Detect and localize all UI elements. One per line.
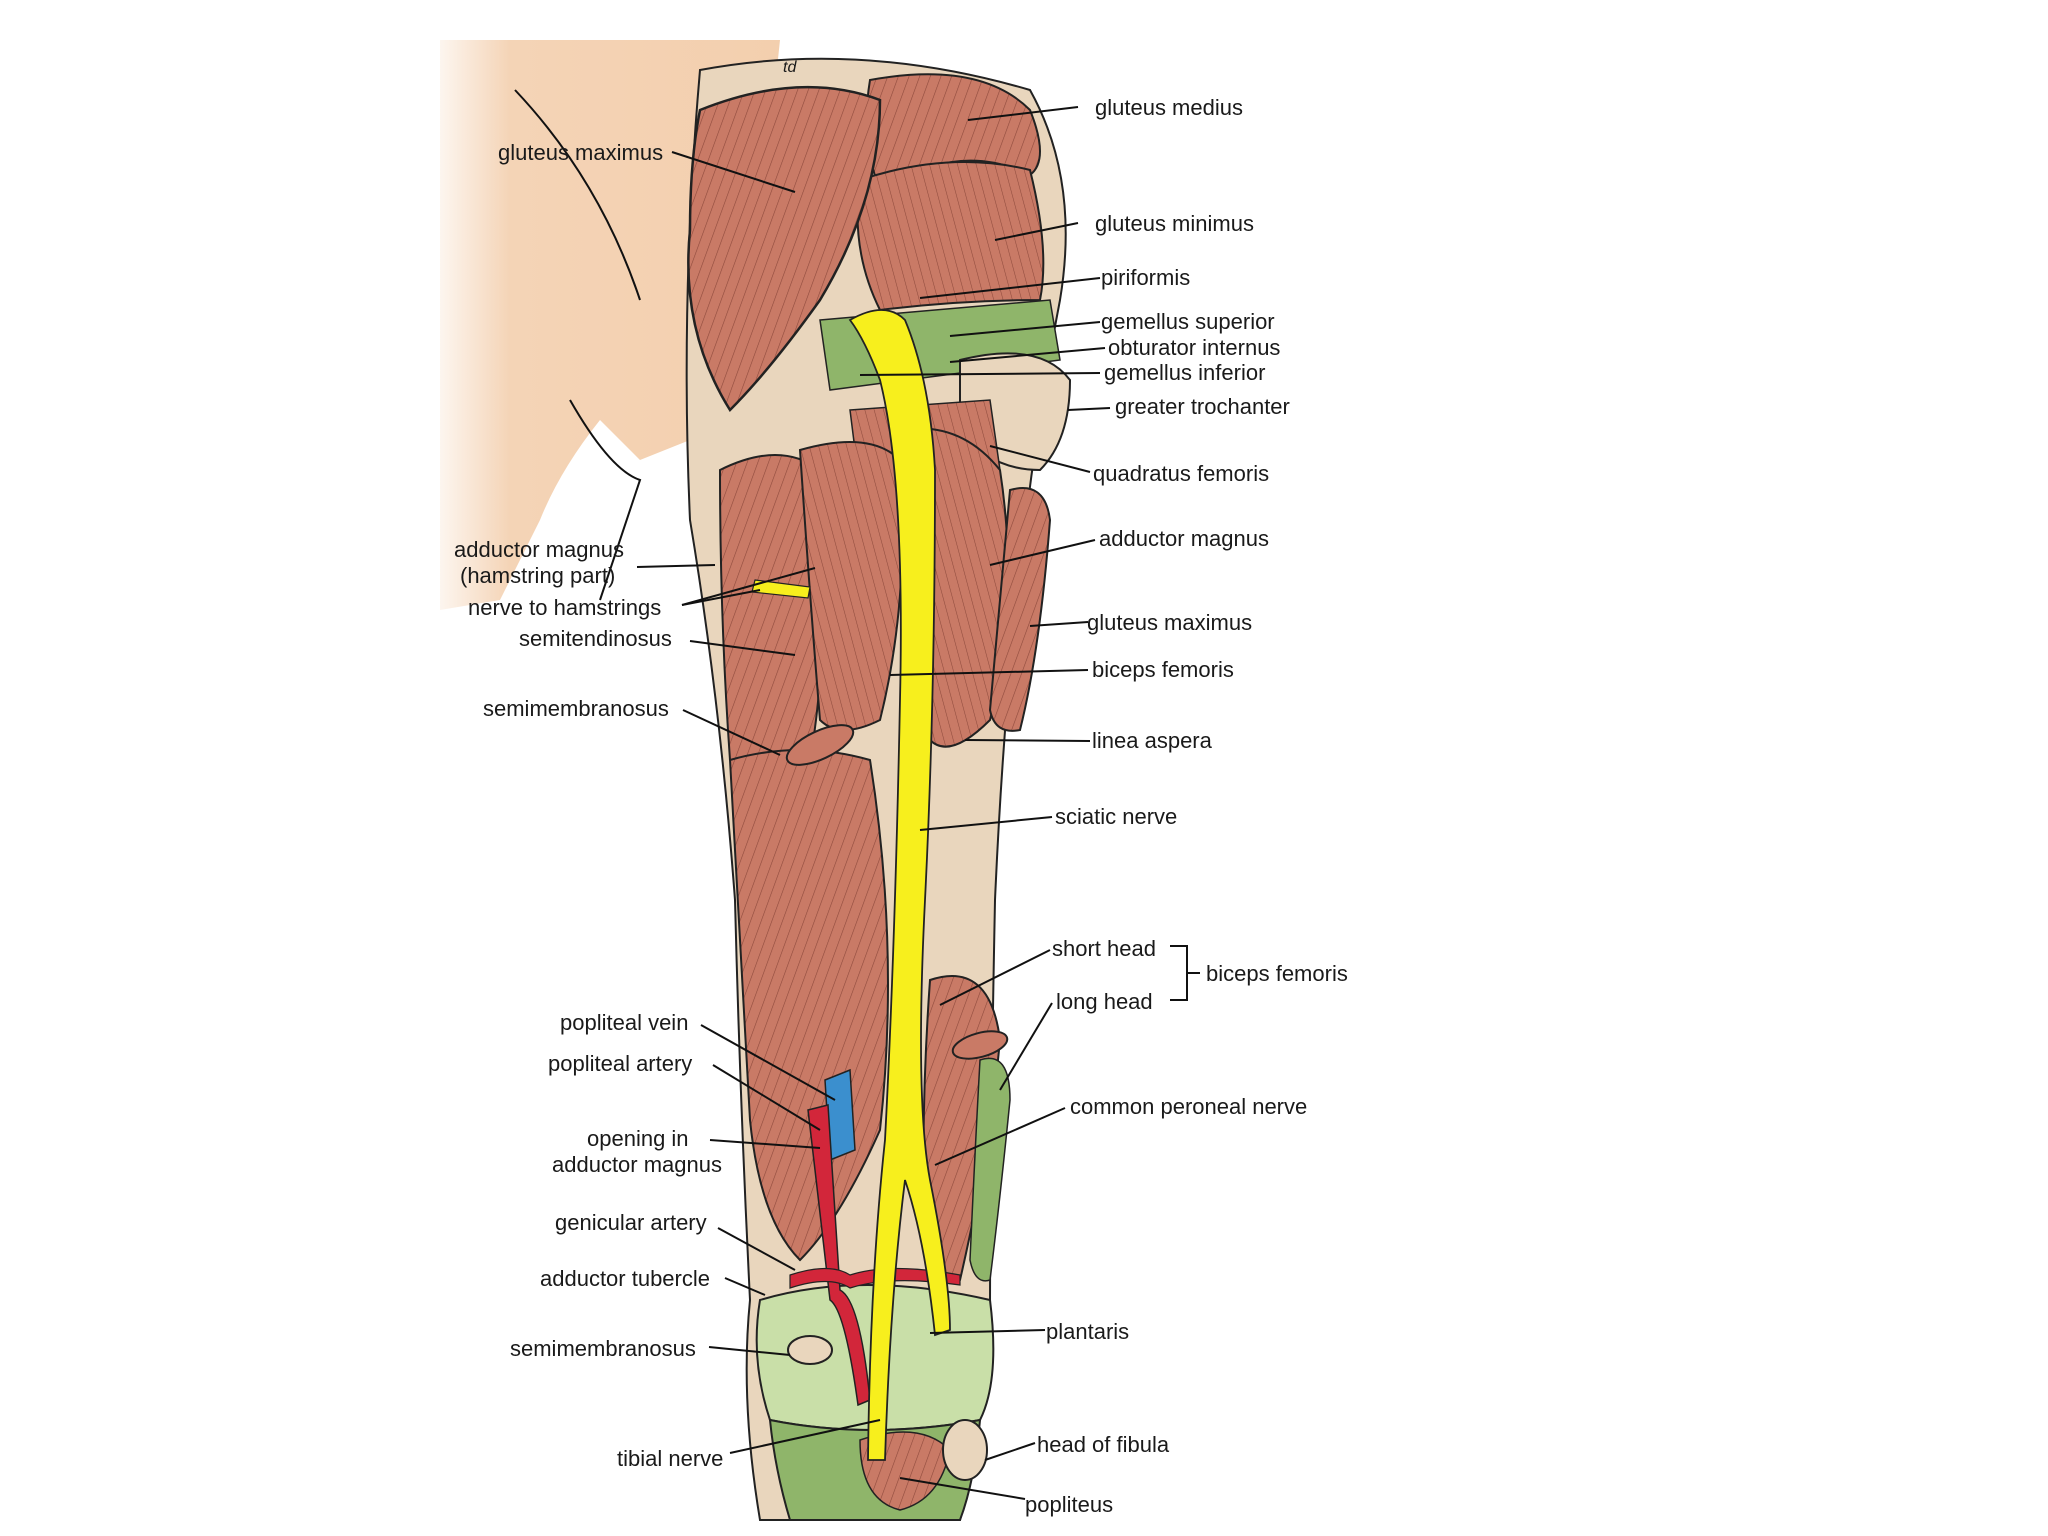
buttock-skin — [420, 40, 780, 610]
head-of-fibula-bone — [942, 1419, 988, 1481]
label-obturator-internus: obturator internus — [1108, 335, 1280, 360]
label-common-peroneal-nerve: common peroneal nerve — [1070, 1094, 1307, 1119]
label-tibial-nerve: tibial nerve — [617, 1446, 723, 1471]
label-opening-in-2: adductor magnus — [552, 1152, 722, 1177]
semitendinosus-shape — [798, 441, 904, 731]
label-linea-aspera: linea aspera — [1092, 728, 1213, 753]
label-popliteal-vein: popliteal vein — [560, 1010, 688, 1035]
label-short-head: short head — [1052, 936, 1156, 961]
label-adductor-magnus-right: adductor magnus — [1099, 526, 1269, 551]
label-adductor-tubercle: adductor tubercle — [540, 1266, 710, 1291]
nerve-to-hamstrings-shape — [751, 579, 811, 599]
label-semimembranosus-lower: semimembranosus — [510, 1336, 696, 1361]
label-long-head: long head — [1056, 989, 1153, 1014]
label-gemellus-superior: gemellus superior — [1101, 309, 1275, 334]
label-gluteus-maximus-top: gluteus maximus — [498, 140, 663, 165]
label-quadratus-femoris: quadratus femoris — [1093, 461, 1269, 486]
label-biceps-femoris-upper: biceps femoris — [1092, 657, 1234, 682]
semimembranosus-cut-end — [785, 724, 855, 766]
gluteus-maximus-insertion — [988, 487, 1052, 732]
labels: gluteus maximus gluteus medius gluteus m… — [454, 95, 1348, 1517]
leader-lines — [636, 106, 1111, 1500]
label-gluteus-medius: gluteus medius — [1095, 95, 1243, 120]
gluteus-minimus-shape — [856, 161, 1045, 312]
gluteal-fold-left — [514, 89, 641, 301]
label-sciatic-nerve: sciatic nerve — [1055, 804, 1177, 829]
biceps-femoris-bracket — [1170, 945, 1200, 1001]
gluteal-fold-right — [569, 399, 642, 601]
semimembranosus-tendon-cut — [787, 1335, 833, 1365]
artist-signature: td — [783, 59, 797, 76]
label-piriformis: piriformis — [1101, 265, 1190, 290]
label-gemellus-inferior: gemellus inferior — [1104, 360, 1265, 385]
popliteal-artery-shape — [807, 1104, 871, 1407]
label-semimembranosus-upper: semimembranosus — [483, 696, 669, 721]
label-head-of-fibula: head of fibula — [1037, 1432, 1170, 1457]
label-popliteal-artery: popliteal artery — [548, 1051, 692, 1076]
sciatic-nerve-shape — [848, 309, 951, 1461]
label-greater-trochanter: greater trochanter — [1115, 394, 1290, 419]
label-popliteus: popliteus — [1025, 1492, 1113, 1517]
biceps-cut-end — [951, 1030, 1009, 1060]
gluteus-maximus-shape — [687, 85, 882, 412]
label-gluteus-minimus: gluteus minimus — [1095, 211, 1254, 236]
label-biceps-femoris-bracket: biceps femoris — [1206, 961, 1348, 986]
label-genicular-artery: genicular artery — [555, 1210, 707, 1235]
label-semitendinosus: semitendinosus — [519, 626, 672, 651]
label-adductor-magnus-hamstring-1: adductor magnus — [454, 537, 624, 562]
label-adductor-magnus-hamstring-2: (hamstring part) — [460, 563, 615, 588]
label-plantaris: plantaris — [1046, 1319, 1129, 1344]
label-nerve-to-hamstrings: nerve to hamstrings — [468, 595, 661, 620]
biceps-femoris-short-head — [969, 1057, 1011, 1282]
label-opening-in-1: opening in — [587, 1126, 689, 1151]
label-gluteus-maximus-right: gluteus maximus — [1087, 610, 1252, 635]
